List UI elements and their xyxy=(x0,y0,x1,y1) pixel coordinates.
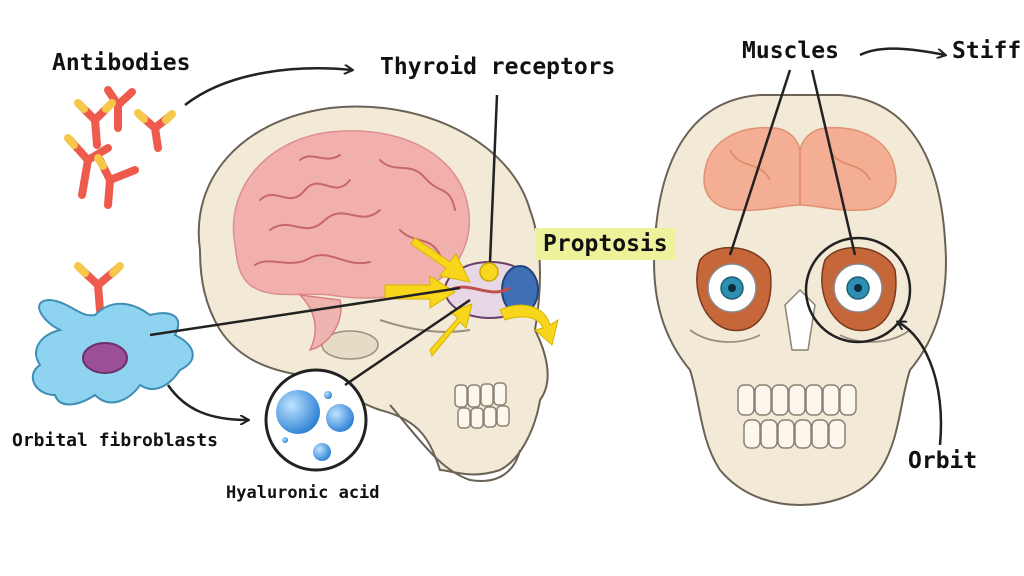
left-eye-muscles xyxy=(696,246,772,332)
right-eye-muscles xyxy=(821,246,897,332)
muscles-to-stiff-arrow xyxy=(859,47,945,55)
orbital-fibroblast-cell xyxy=(31,298,194,406)
label-proptosis: Proptosis xyxy=(535,228,676,260)
label-antibodies: Antibodies xyxy=(52,50,191,76)
thyroid-receptor-pointer xyxy=(488,94,499,263)
fibroblast-nucleus xyxy=(82,342,128,374)
hyaluronic-acid-bubbles xyxy=(264,368,368,472)
label-stiff: Stiff xyxy=(952,38,1022,64)
front-skull xyxy=(653,94,947,507)
fibroblast-connector xyxy=(149,286,461,337)
label-thyroid-receptors: Thyroid receptors xyxy=(380,54,616,80)
antibodies-arrow xyxy=(184,68,352,106)
pressure-arrows xyxy=(384,237,559,358)
muscle-pointer-right xyxy=(810,69,857,256)
label-orbit: Orbit xyxy=(908,448,978,474)
antibodies-cluster xyxy=(64,86,176,314)
muscle-pointer-left xyxy=(728,69,792,256)
thyroid-receptor-marker xyxy=(479,262,499,282)
label-orbital-fibroblasts: Orbital fibroblasts xyxy=(12,430,218,451)
orbit-circle xyxy=(804,236,912,344)
side-skull xyxy=(197,105,549,482)
label-hyaluronic-acid: Hyaluronic acid xyxy=(226,483,380,503)
fibroblast-to-acid-arrow xyxy=(166,384,248,420)
orbit-pointer-arrow xyxy=(898,322,943,446)
hyaluronic-connector xyxy=(344,298,471,387)
label-muscles: Muscles xyxy=(742,38,839,64)
